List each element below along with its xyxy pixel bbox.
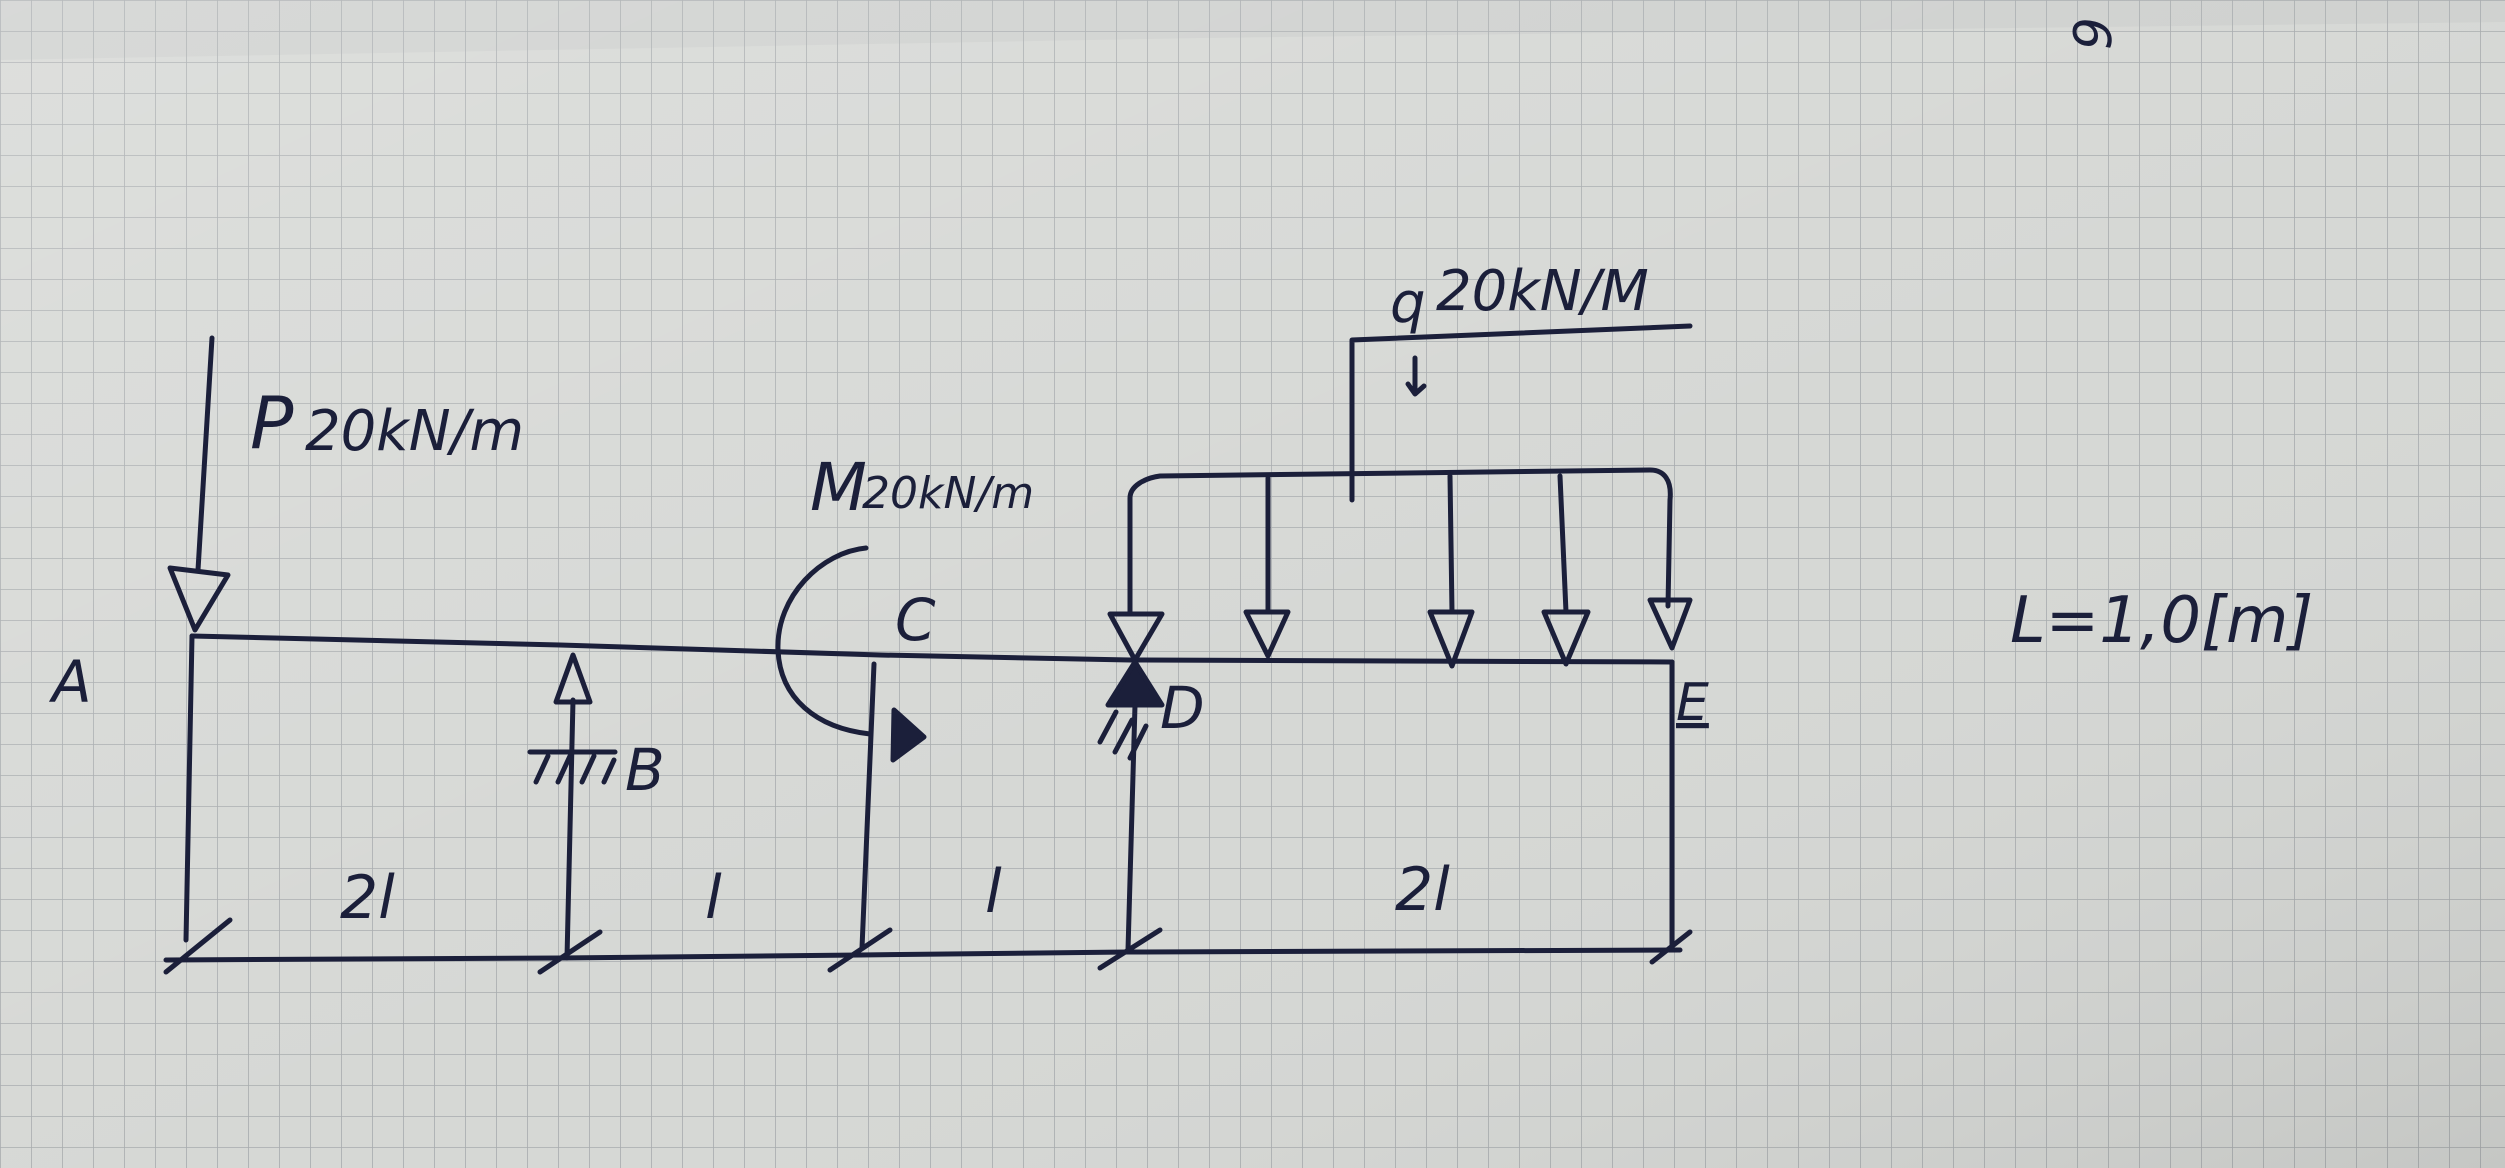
label-c: C bbox=[895, 586, 936, 654]
label-a: A bbox=[48, 648, 92, 716]
dimension-cd: l bbox=[985, 857, 1002, 927]
point-c-vertical bbox=[859, 661, 877, 951]
load-q-arrowhead-2 bbox=[1427, 609, 1475, 669]
support-b-shaft bbox=[564, 697, 576, 961]
load-q-arrow-2 bbox=[1447, 473, 1455, 615]
ink-drawing bbox=[163, 323, 1693, 975]
moment-m-arrowhead bbox=[890, 707, 927, 763]
dimension-ab: 2l bbox=[340, 863, 395, 933]
label-d: D bbox=[1160, 674, 1205, 742]
label-b: B bbox=[625, 736, 665, 804]
dimension-bc: l bbox=[705, 863, 722, 933]
force-p-value: 20kN/m bbox=[305, 399, 524, 464]
force-p-arrowhead bbox=[167, 565, 231, 633]
page-mark: 6 bbox=[2060, 17, 2120, 50]
load-q-arrowhead-4 bbox=[1647, 597, 1693, 651]
given-length: L=1,0[m] bbox=[2010, 584, 2313, 658]
load-q-leader bbox=[1349, 323, 1693, 503]
dimension-line bbox=[163, 947, 1683, 963]
beam-line bbox=[189, 633, 1675, 665]
dimension-de: 2l bbox=[1395, 855, 1450, 925]
label-e: E bbox=[1676, 673, 1709, 733]
dimension-ticks bbox=[163, 917, 1693, 975]
force-p-symbol: P bbox=[250, 381, 294, 465]
moment-m-symbol: M bbox=[810, 449, 867, 526]
support-d-upper-arrowhead bbox=[1107, 611, 1165, 663]
load-q-symbol: q bbox=[1390, 271, 1426, 336]
load-q-arrowhead-1 bbox=[1243, 609, 1291, 659]
moment-m-value: 20kN/m bbox=[862, 468, 1034, 519]
support-d-ground bbox=[1097, 709, 1149, 761]
load-q-small-arrow bbox=[1405, 355, 1427, 397]
load-q-arrowhead-3 bbox=[1541, 609, 1591, 667]
support-b-ground bbox=[527, 749, 618, 785]
force-p-arrow-shaft bbox=[195, 335, 215, 573]
load-q-value: 20kN/M bbox=[1436, 259, 1649, 324]
moment-m-arc bbox=[775, 545, 873, 737]
point-a-vertical bbox=[183, 633, 195, 943]
load-q-bracket bbox=[1127, 467, 1673, 615]
load-q-arrow-3 bbox=[1557, 473, 1569, 615]
